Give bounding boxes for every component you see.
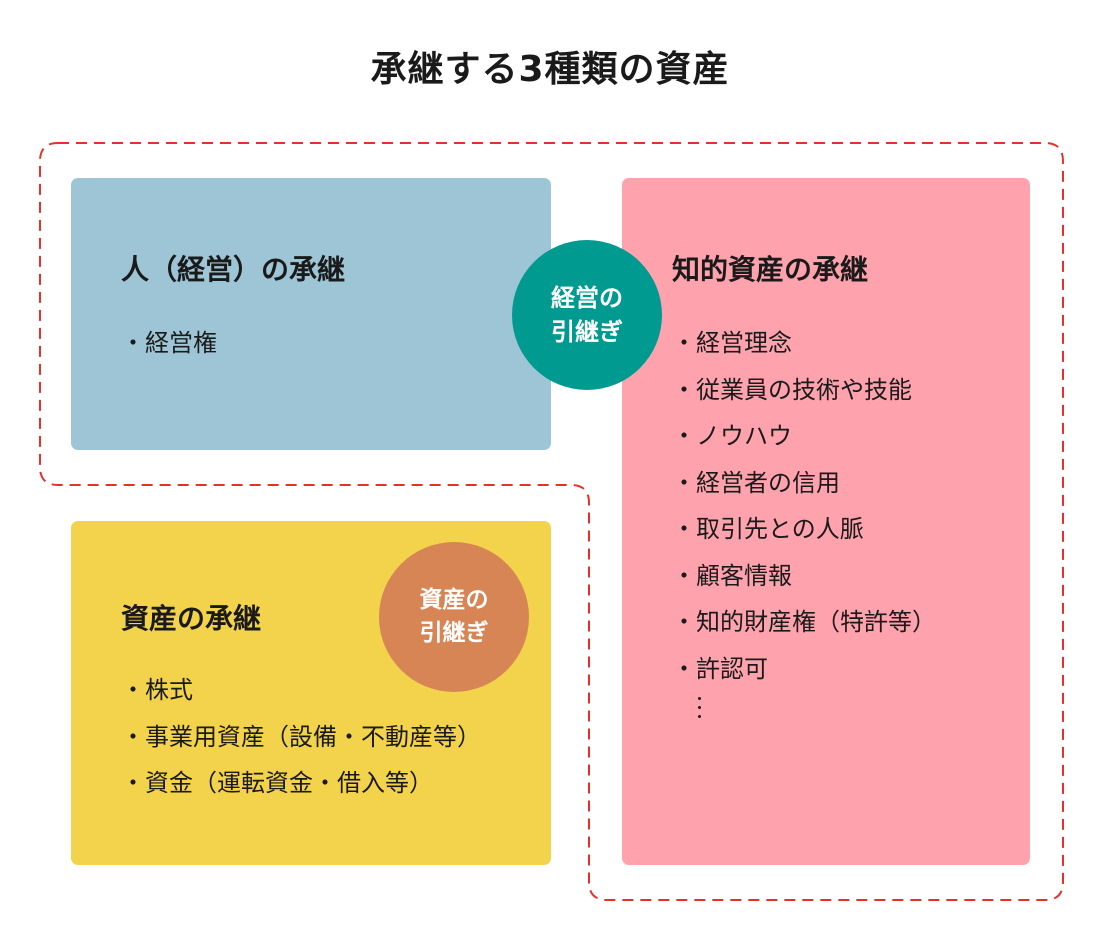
intellectual-asset-succession-list: 経営理念 従業員の技術や技能 ノウハウ 経営者の信用 取引先との人脈 顧客情報 … xyxy=(672,320,936,692)
intellectual-asset-succession-heading: 知的資産の承継 xyxy=(672,253,869,286)
list-item: 株式 xyxy=(121,667,481,714)
list-item: 知的財産権（特許等） xyxy=(672,599,936,646)
people-succession-box: 人（経営）の承継 経営権 xyxy=(71,178,551,450)
asset-succession-list: 株式 事業用資産（設備・不動産等） 資金（運転資金・借入等） xyxy=(121,667,481,807)
more-items-ellipsis xyxy=(692,697,706,718)
list-item: 取引先との人脈 xyxy=(672,506,936,553)
list-item: 資金（運転資金・借入等） xyxy=(121,760,481,807)
list-item: ノウハウ xyxy=(672,413,936,460)
list-item: 従業員の技術や技能 xyxy=(672,367,936,414)
asset-handover-label-line2: 引継ぎ xyxy=(419,620,489,646)
dashed-outline-path xyxy=(39,142,1064,901)
list-item: 経営理念 xyxy=(672,320,936,367)
list-item: 経営権 xyxy=(121,320,217,367)
asset-succession-heading: 資産の承継 xyxy=(121,602,262,635)
list-item: 事業用資産（設備・不動産等） xyxy=(121,714,481,761)
asset-handover-label-line1: 資産の xyxy=(419,587,489,613)
list-item: 許認可 xyxy=(672,646,936,693)
list-item: 顧客情報 xyxy=(672,553,936,600)
list-item: 経営者の信用 xyxy=(672,460,936,507)
intellectual-asset-succession-box: 知的資産の承継 経営理念 従業員の技術や技能 ノウハウ 経営者の信用 取引先との… xyxy=(622,178,1030,865)
people-succession-list: 経営権 xyxy=(121,320,217,367)
management-handover-label-line2: 引継ぎ xyxy=(551,318,623,346)
asset-handover-circle: 資産の 引継ぎ xyxy=(379,542,529,692)
management-handover-circle: 経営の 引継ぎ xyxy=(512,240,662,390)
people-succession-heading: 人（経営）の承継 xyxy=(121,253,346,286)
management-handover-label-line1: 経営の xyxy=(551,284,623,312)
asset-succession-box: 資産の承継 株式 事業用資産（設備・不動産等） 資金（運転資金・借入等） xyxy=(71,521,551,865)
page-title: 承継する3種類の資産 xyxy=(370,49,730,90)
